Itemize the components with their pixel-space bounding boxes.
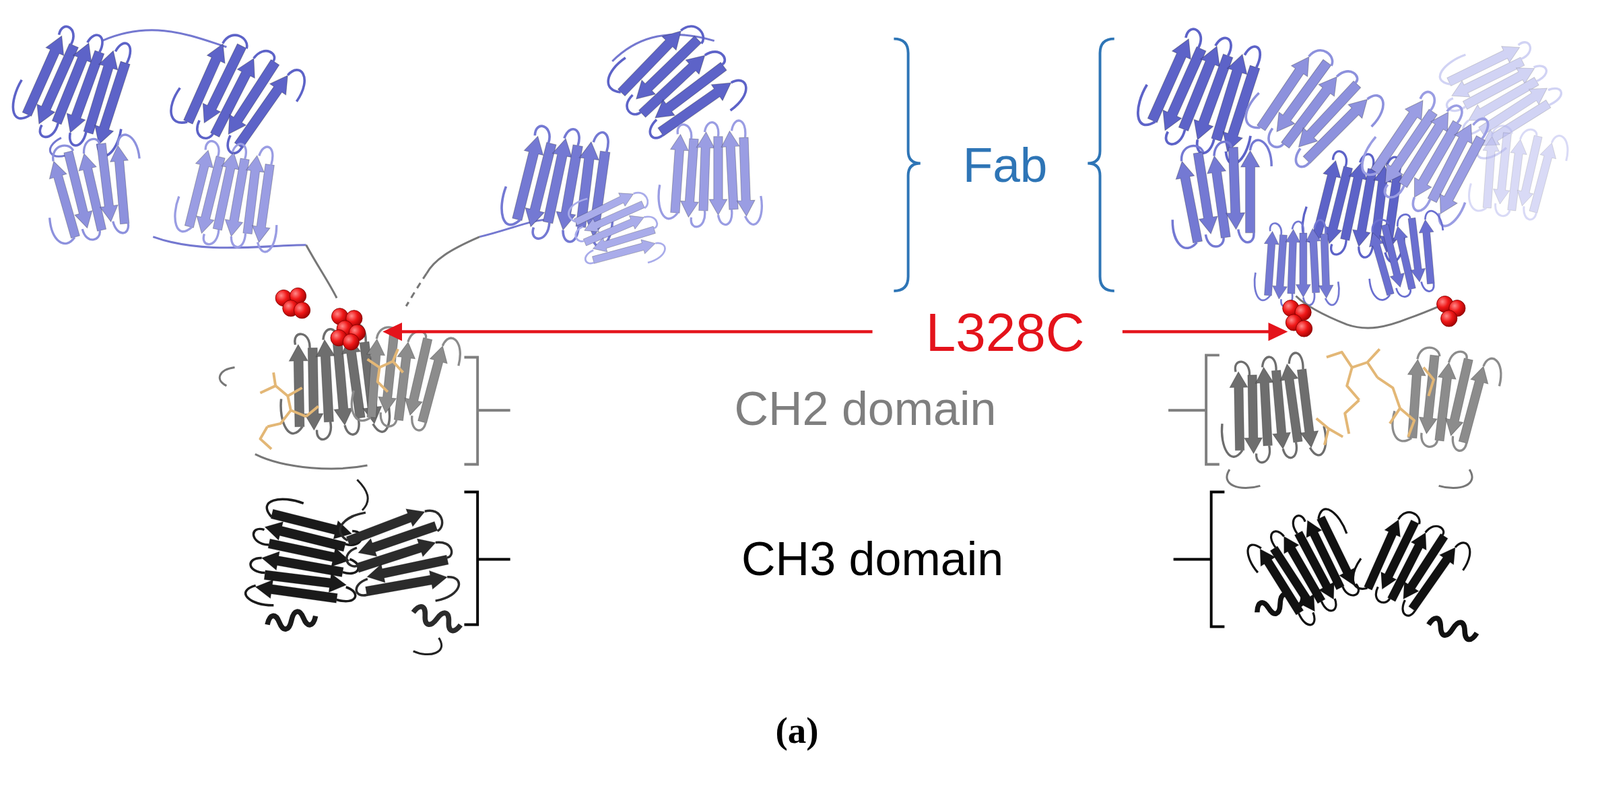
ribbon-part bbox=[241, 494, 370, 620]
fab-brackets bbox=[893, 39, 1114, 291]
ribbon-part bbox=[37, 131, 153, 247]
ribbon-part bbox=[1295, 320, 1312, 337]
ribbon-part bbox=[1465, 120, 1571, 225]
ribbon-part bbox=[893, 39, 920, 291]
ribbon-part bbox=[265, 608, 318, 633]
fab-ribbon-left bbox=[4, 13, 312, 256]
ribbon-part bbox=[1389, 342, 1505, 458]
ribbon-part bbox=[1242, 498, 1379, 636]
ribbon-part bbox=[348, 321, 464, 438]
ribbon-part bbox=[564, 179, 669, 284]
ribbon-part bbox=[1238, 34, 1391, 187]
ribbon-part bbox=[1165, 138, 1279, 251]
ribbon-part bbox=[400, 329, 873, 334]
ribbon-part bbox=[293, 302, 310, 319]
region-label: Fab bbox=[962, 138, 1048, 192]
ribbon-part bbox=[463, 491, 510, 625]
ch3-ribbon-left bbox=[241, 479, 464, 654]
ribbon-part bbox=[1087, 39, 1114, 291]
glycan-left bbox=[259, 348, 403, 450]
ch2-ribbon-right bbox=[1215, 342, 1505, 489]
ribbon-part bbox=[219, 367, 368, 469]
ch3-brackets bbox=[463, 491, 1225, 627]
ribbon-part bbox=[4, 13, 151, 161]
domain-label: CH2 domain bbox=[734, 383, 996, 436]
ribbon-part bbox=[1359, 208, 1454, 303]
hinge-right bbox=[1295, 296, 1449, 328]
ribbon-part bbox=[336, 493, 464, 621]
ribbon-part bbox=[1122, 329, 1271, 334]
ribbon-part bbox=[658, 120, 762, 227]
fab-ribbon-middle bbox=[479, 8, 762, 283]
panel-label: (a) bbox=[775, 710, 819, 752]
domain-label: CH3 domain bbox=[741, 533, 1004, 586]
ribbon-part bbox=[1326, 348, 1415, 437]
glycan-right bbox=[1316, 348, 1434, 445]
ribbon-part bbox=[411, 604, 463, 633]
ribbon-part bbox=[1168, 354, 1220, 464]
ribbon-part bbox=[426, 237, 480, 275]
ribbon-part bbox=[1316, 367, 1434, 446]
ribbon-part bbox=[1215, 350, 1328, 466]
ribbon-part bbox=[163, 21, 312, 170]
fab-ribbon-right bbox=[1129, 15, 1573, 307]
ribbon-part bbox=[356, 479, 442, 654]
ribbon-part bbox=[306, 245, 337, 299]
mutation-spheres-left bbox=[275, 287, 365, 350]
ribbon-part bbox=[259, 372, 318, 450]
ribbon-part bbox=[1254, 588, 1306, 620]
ribbon-part bbox=[463, 356, 510, 464]
ribbon-part bbox=[1441, 310, 1458, 327]
hinge-left bbox=[306, 237, 481, 307]
ribbon-part bbox=[382, 322, 403, 341]
ribbon-part bbox=[342, 334, 359, 351]
ch2-brackets bbox=[463, 354, 1219, 464]
ribbon-part bbox=[1351, 75, 1508, 233]
ribbon-part bbox=[367, 348, 404, 392]
ribbon-part bbox=[406, 273, 427, 306]
ribbon-part bbox=[1346, 500, 1477, 630]
mutation-label: L328C bbox=[925, 303, 1085, 363]
mutation-spheres-right bbox=[1282, 296, 1466, 338]
mutation-arrows bbox=[382, 322, 1288, 341]
ribbon-part bbox=[1295, 296, 1449, 328]
ribbon-part bbox=[170, 132, 291, 256]
ch3-ribbon-right bbox=[1242, 498, 1479, 641]
ribbon-part bbox=[1254, 220, 1339, 308]
ribbon-part bbox=[1268, 322, 1289, 341]
ch2-ribbon-left bbox=[219, 321, 464, 469]
ribbon-part bbox=[1426, 616, 1479, 641]
ribbon-part bbox=[1226, 469, 1473, 488]
ribbon-part bbox=[1173, 491, 1225, 627]
